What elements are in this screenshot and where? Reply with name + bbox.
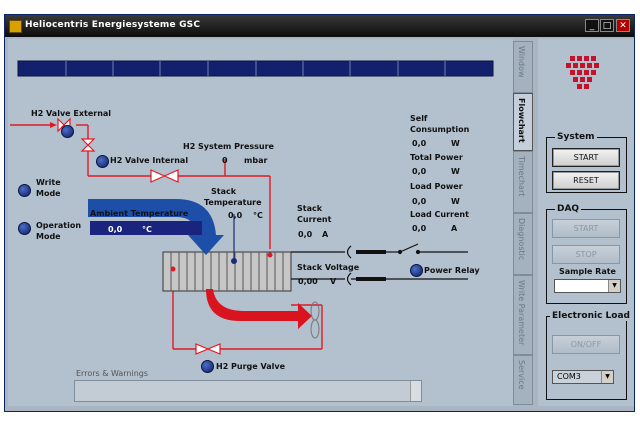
fuel-cell-stack <box>162 251 292 292</box>
close-icon[interactable]: ✕ <box>616 19 630 32</box>
stack-voltage-label: Stack Voltage <box>297 263 360 272</box>
stack-temperature-value: 0,0 <box>228 211 243 220</box>
tab-window[interactable]: Window <box>513 41 533 93</box>
load-power-unit: W <box>451 197 460 206</box>
tab-timechart[interactable]: Timechart <box>513 151 533 213</box>
total-power-unit: W <box>451 167 460 176</box>
system-group: System START RESET <box>546 132 627 193</box>
daq-group: DAQ START STOP Sample Rate ▼ <box>546 204 627 304</box>
tab-flowchart[interactable]: Flowchart <box>513 93 533 151</box>
com-port-value: COM3 <box>557 372 581 381</box>
errors-warnings-label: Errors & Warnings <box>76 369 149 378</box>
tab-service[interactable]: Service <box>513 355 533 405</box>
daq-start-button[interactable]: START <box>552 219 620 238</box>
title-bar: Heliocentris Energiesysteme GSC _ □ ✕ <box>5 15 634 37</box>
stack-voltage-value: 0,00 <box>298 277 318 286</box>
ambient-temperature-label: Ambient Temperature <box>90 209 189 218</box>
exhaust-arrow <box>206 289 312 329</box>
load-power-value: 0,0 <box>412 197 427 206</box>
electronic-load-group-title: Electronic Load <box>550 311 632 321</box>
minimize-icon[interactable]: _ <box>585 19 599 32</box>
indicator-bar <box>17 60 494 77</box>
stack-current-value: 0,0 <box>298 230 313 239</box>
system-pressure-value: 0 <box>222 156 228 165</box>
com-port-select[interactable]: COM3 ▼ <box>552 370 614 384</box>
load-current-unit: A <box>451 224 458 233</box>
errors-warnings-textbox[interactable] <box>74 380 422 402</box>
check-valve-icon <box>150 169 179 183</box>
self-consumption-label-2: Consumption <box>410 125 470 134</box>
electronic-load-group: Electronic Load ON/OFF COM3 ▼ <box>546 311 632 400</box>
operation-mode-label-2: Mode <box>36 232 61 241</box>
stack-current-label-1: Stack <box>297 204 323 213</box>
control-panel: System START RESET DAQ START STOP Sample… <box>538 39 634 406</box>
sample-rate-select[interactable]: ▼ <box>554 279 621 293</box>
sample-rate-label: Sample Rate <box>559 267 616 276</box>
system-pressure-unit: mbar <box>244 156 268 165</box>
system-group-title: System <box>555 132 597 142</box>
h2-valve-internal-icon <box>80 138 96 152</box>
stack-current-unit: A <box>322 230 329 239</box>
daq-stop-button[interactable]: STOP <box>552 245 620 264</box>
system-reset-button[interactable]: RESET <box>552 171 620 190</box>
chevron-down-icon[interactable]: ▼ <box>601 371 613 383</box>
stack-current-label-2: Current <box>297 215 332 224</box>
total-power-value: 0,0 <box>412 167 427 176</box>
load-power-label: Load Power <box>410 182 463 191</box>
ambient-temperature-value: 0,0 <box>108 225 123 234</box>
total-power-label: Total Power <box>410 153 463 162</box>
chevron-down-icon[interactable]: ▼ <box>608 280 620 292</box>
power-relay-label: Power Relay <box>424 266 480 275</box>
electronic-load-on-off-button[interactable]: ON/OFF <box>552 335 620 354</box>
hydrogen-pipes <box>10 124 323 350</box>
self-consumption-label-1: Self <box>410 114 428 123</box>
heliocentris-logo <box>566 56 599 89</box>
purge-valve-led[interactable] <box>201 360 214 373</box>
load-current-label: Load Current <box>410 210 469 219</box>
h2-valve-external-label: H2 Valve External <box>31 109 112 118</box>
ambient-temperature-display <box>90 221 202 235</box>
stack-voltage-unit: V <box>330 277 337 286</box>
ambient-temperature-unit: °C <box>142 225 152 234</box>
tab-strip: Window Flowchart Timechart Diagnostic Wr… <box>513 39 535 406</box>
stack-temperature-label-1: Stack <box>211 187 237 196</box>
operation-mode-label-1: Operation <box>36 221 82 230</box>
self-consumption-value: 0,0 <box>412 139 427 148</box>
write-mode-label-2: Mode <box>36 189 61 198</box>
fan-icon <box>310 301 320 339</box>
purge-valve-icon <box>195 343 221 355</box>
app-icon <box>9 20 22 33</box>
flowchart-panel: H2 Valve External H2 Valve Internal Writ… <box>8 39 513 406</box>
system-pressure-label: H2 System Pressure <box>183 142 274 151</box>
stack-temperature-unit: °C <box>253 211 263 220</box>
air-inlet-arrow <box>88 199 224 255</box>
h2-valve-internal-led[interactable] <box>96 155 109 168</box>
purge-valve-label: H2 Purge Valve <box>216 362 286 371</box>
load-current-value: 0,0 <box>412 224 427 233</box>
flowchart-diagram <box>10 60 494 355</box>
application-window: Heliocentris Energiesysteme GSC _ □ ✕ <box>4 14 635 412</box>
write-mode-led[interactable] <box>18 184 31 197</box>
stack-temperature-label-2: Temperature <box>204 198 262 207</box>
maximize-icon[interactable]: □ <box>600 19 614 32</box>
daq-group-title: DAQ <box>555 204 582 214</box>
h2-valve-internal-label: H2 Valve Internal <box>110 156 189 165</box>
operation-mode-led[interactable] <box>18 222 31 235</box>
tab-write-parameter[interactable]: Write Parameter <box>513 275 533 355</box>
write-mode-label-1: Write <box>36 178 61 187</box>
power-relay-switch-icon <box>386 243 421 255</box>
errors-scrollbar[interactable] <box>410 381 421 401</box>
h2-valve-external-led[interactable] <box>61 125 74 138</box>
tab-diagnostic[interactable]: Diagnostic <box>513 213 533 275</box>
self-consumption-unit: W <box>451 139 460 148</box>
power-relay-led[interactable] <box>410 264 423 277</box>
window-title: Heliocentris Energiesysteme GSC <box>25 20 201 30</box>
system-start-button[interactable]: START <box>552 148 620 167</box>
